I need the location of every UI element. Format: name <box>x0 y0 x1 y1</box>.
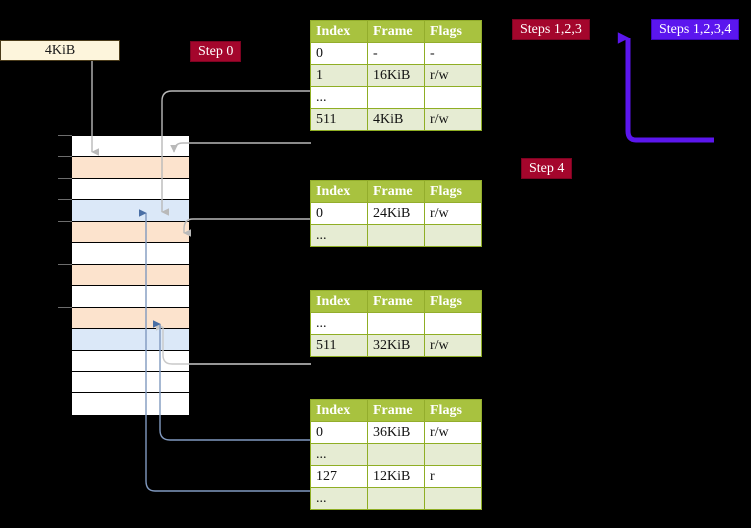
memory-frame-row <box>72 221 189 244</box>
column-header-frame: Frame <box>367 180 425 203</box>
column-header-index: Index <box>310 180 368 203</box>
table-cell: 511 <box>310 334 368 357</box>
frame-boundary-tick <box>58 264 72 265</box>
memory-frame-row <box>72 286 189 308</box>
table-cell: 1 <box>310 64 368 87</box>
frame-boundary-tick <box>58 307 72 308</box>
table-cell: - <box>424 42 482 65</box>
memory-frame-row <box>72 371 189 394</box>
step-4-tag: Step 4 <box>521 158 573 179</box>
table-cell: r/w <box>424 421 482 444</box>
memory-frame-row <box>72 178 189 201</box>
column-header-index: Index <box>310 20 368 43</box>
column-header-frame: Frame <box>367 399 425 422</box>
memory-frame-row <box>72 350 189 372</box>
table-cell: ... <box>310 224 368 247</box>
memory-frame-row <box>72 136 189 158</box>
table-cell <box>424 224 482 247</box>
table-cell: 0 <box>310 202 368 225</box>
table-row: ... <box>310 224 482 247</box>
memory-frame-row <box>72 200 189 222</box>
table-cell: r/w <box>424 334 482 357</box>
frame-boundary-tick <box>58 199 72 200</box>
table-cell <box>424 443 482 466</box>
table-cell: r/w <box>424 108 482 131</box>
table-cell <box>367 224 425 247</box>
table-cell: 36KiB <box>367 421 425 444</box>
table-cell: 0 <box>310 421 368 444</box>
step-0-tag: Step 0 <box>190 41 242 62</box>
column-header-flags: Flags <box>424 399 482 422</box>
table-cell <box>367 443 425 466</box>
memory-frame-row <box>72 157 189 179</box>
column-header-frame: Frame <box>367 20 425 43</box>
physical-memory-column <box>71 135 190 416</box>
steps-1234-tag: Steps 1,2,3,4 <box>651 19 740 40</box>
frame-boundary-tick <box>58 221 72 222</box>
memory-frame-row <box>72 393 189 415</box>
table-cell: ... <box>310 443 368 466</box>
table-cell <box>424 86 482 109</box>
table-cell: 511 <box>310 108 368 131</box>
table-cell: r/w <box>424 64 482 87</box>
memory-frame-row <box>72 243 189 265</box>
frame-boundary-tick <box>58 178 72 179</box>
table-cell: ... <box>310 312 368 335</box>
column-header-flags: Flags <box>424 290 482 313</box>
table-cell: 12KiB <box>367 465 425 488</box>
table-cell: 24KiB <box>367 202 425 225</box>
memory-frame-row <box>72 329 189 351</box>
size-label-4kib: 4KiB <box>0 40 120 61</box>
table-cell: r <box>424 465 482 488</box>
column-header-index: Index <box>310 290 368 313</box>
table-cell: r/w <box>424 202 482 225</box>
table-cell: ... <box>310 86 368 109</box>
memory-frame-row <box>72 307 189 330</box>
table-cell: 127 <box>310 465 368 488</box>
table-row: ... <box>310 86 482 109</box>
table-row: 0-- <box>310 42 482 65</box>
column-header-flags: Flags <box>424 180 482 203</box>
table-cell <box>424 312 482 335</box>
table-cell: - <box>367 42 425 65</box>
table-row: ... <box>310 443 482 466</box>
table-cell: 4KiB <box>367 108 425 131</box>
table-row: ... <box>310 312 482 335</box>
table-cell: 0 <box>310 42 368 65</box>
frame-boundary-tick <box>58 156 72 157</box>
table-cell <box>367 312 425 335</box>
steps-123-tag: Steps 1,2,3 <box>512 19 590 40</box>
column-header-frame: Frame <box>367 290 425 313</box>
column-header-flags: Flags <box>424 20 482 43</box>
table-cell <box>424 487 482 510</box>
table-row: ... <box>310 487 482 510</box>
table-cell <box>367 487 425 510</box>
table-cell: ... <box>310 487 368 510</box>
frame-boundary-tick <box>58 135 72 136</box>
column-header-index: Index <box>310 399 368 422</box>
table-cell: 32KiB <box>367 334 425 357</box>
memory-frame-row <box>72 264 189 287</box>
table-cell <box>367 86 425 109</box>
table-cell: 16KiB <box>367 64 425 87</box>
